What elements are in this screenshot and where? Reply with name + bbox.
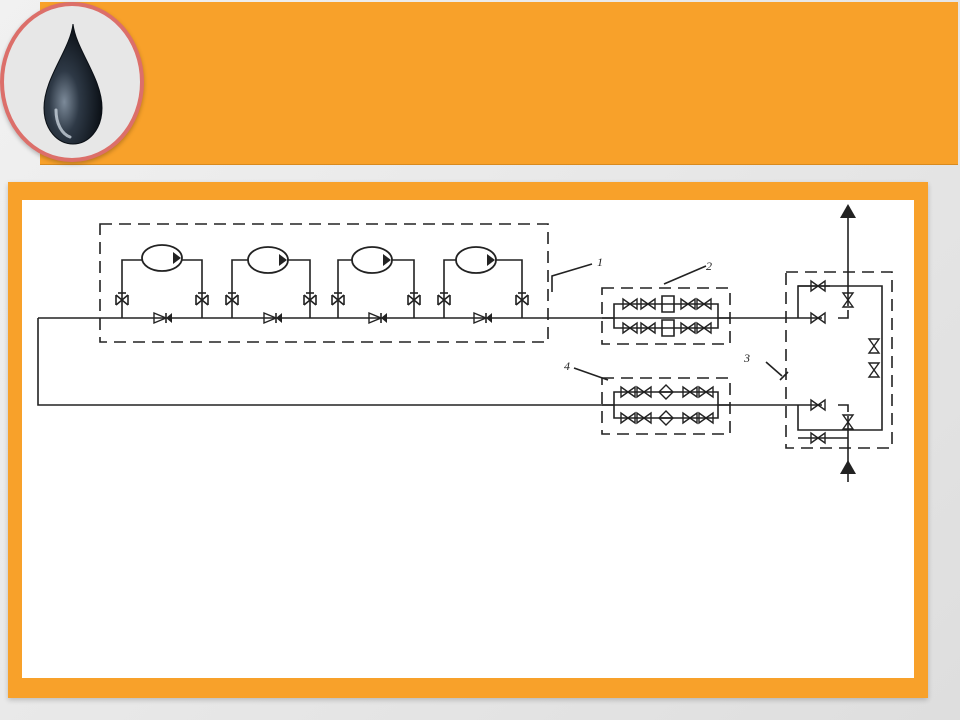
flow-arrow-icon [840, 460, 856, 474]
diagram-panel: 1 2 4 [22, 200, 914, 678]
unit-2-boundary [601, 287, 731, 345]
oil-drop-icon [43, 23, 103, 145]
pump-icon [437, 246, 529, 324]
flow-arrow-icon [840, 204, 856, 218]
unit-2-label: 2 [706, 259, 712, 273]
pump-icon [331, 246, 421, 324]
unit-4-label: 4 [564, 359, 570, 373]
pump-icon [115, 244, 209, 324]
header-bar [40, 2, 958, 165]
unit-1-boundary [99, 223, 549, 343]
unit-4-boundary [601, 377, 731, 435]
filter-icon [602, 384, 730, 426]
logo-badge [0, 2, 144, 162]
main-pipe-lower [37, 318, 822, 406]
pump-icon [225, 246, 317, 324]
unit-1-label: 1 [597, 255, 603, 269]
gate-valve-icon [602, 295, 730, 337]
unit-3-label: 3 [743, 351, 750, 365]
pipeline-schematic: 1 2 4 [37, 204, 893, 482]
unit-3-boundary [785, 271, 893, 449]
gate-valve-icon [797, 280, 883, 444]
